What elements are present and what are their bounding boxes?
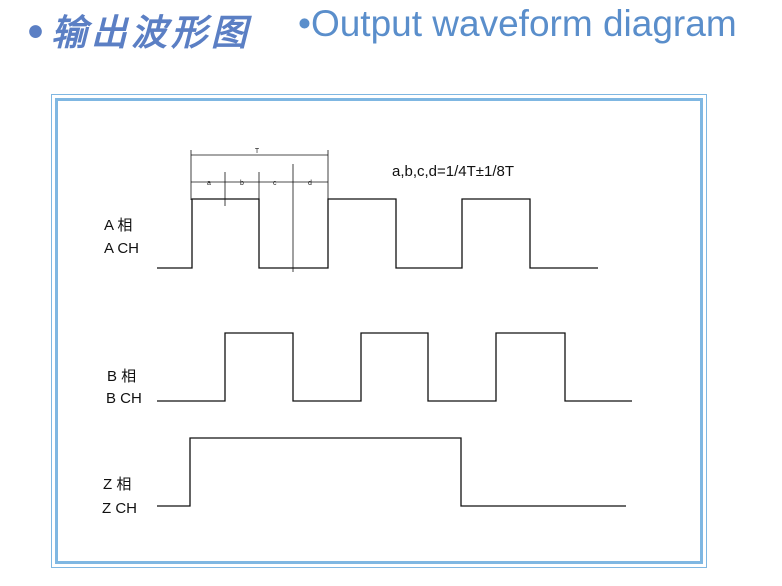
- period-label: T: [255, 148, 260, 155]
- channel-a-label-cn: A 相: [104, 217, 132, 234]
- title-english: •Output waveform diagram: [298, 3, 737, 44]
- diagram-frame-outer: [51, 94, 707, 568]
- channel-b-label-cn: B 相: [107, 368, 136, 385]
- channel-z-label-en: Z CH: [102, 500, 137, 517]
- channel-a-label-en: A CH: [104, 240, 139, 257]
- title-chinese: •输出波形图: [24, 12, 252, 54]
- period-dimension: [190, 150, 329, 272]
- channel-z-label-cn: Z 相: [103, 476, 131, 493]
- diagram-frame-inner: [55, 98, 703, 564]
- phase-formula: a,b,c,d=1/4T±1/8T: [392, 163, 514, 180]
- channel-b-label-en: B CH: [106, 390, 142, 407]
- segment-label-a: a: [207, 180, 211, 187]
- waveform-z: [157, 437, 626, 507]
- segment-label-b: b: [240, 180, 244, 187]
- waveform-b: [157, 332, 632, 402]
- waveform-a: [157, 198, 598, 269]
- segment-label-c: c: [273, 180, 277, 187]
- segment-label-d: d: [308, 180, 312, 187]
